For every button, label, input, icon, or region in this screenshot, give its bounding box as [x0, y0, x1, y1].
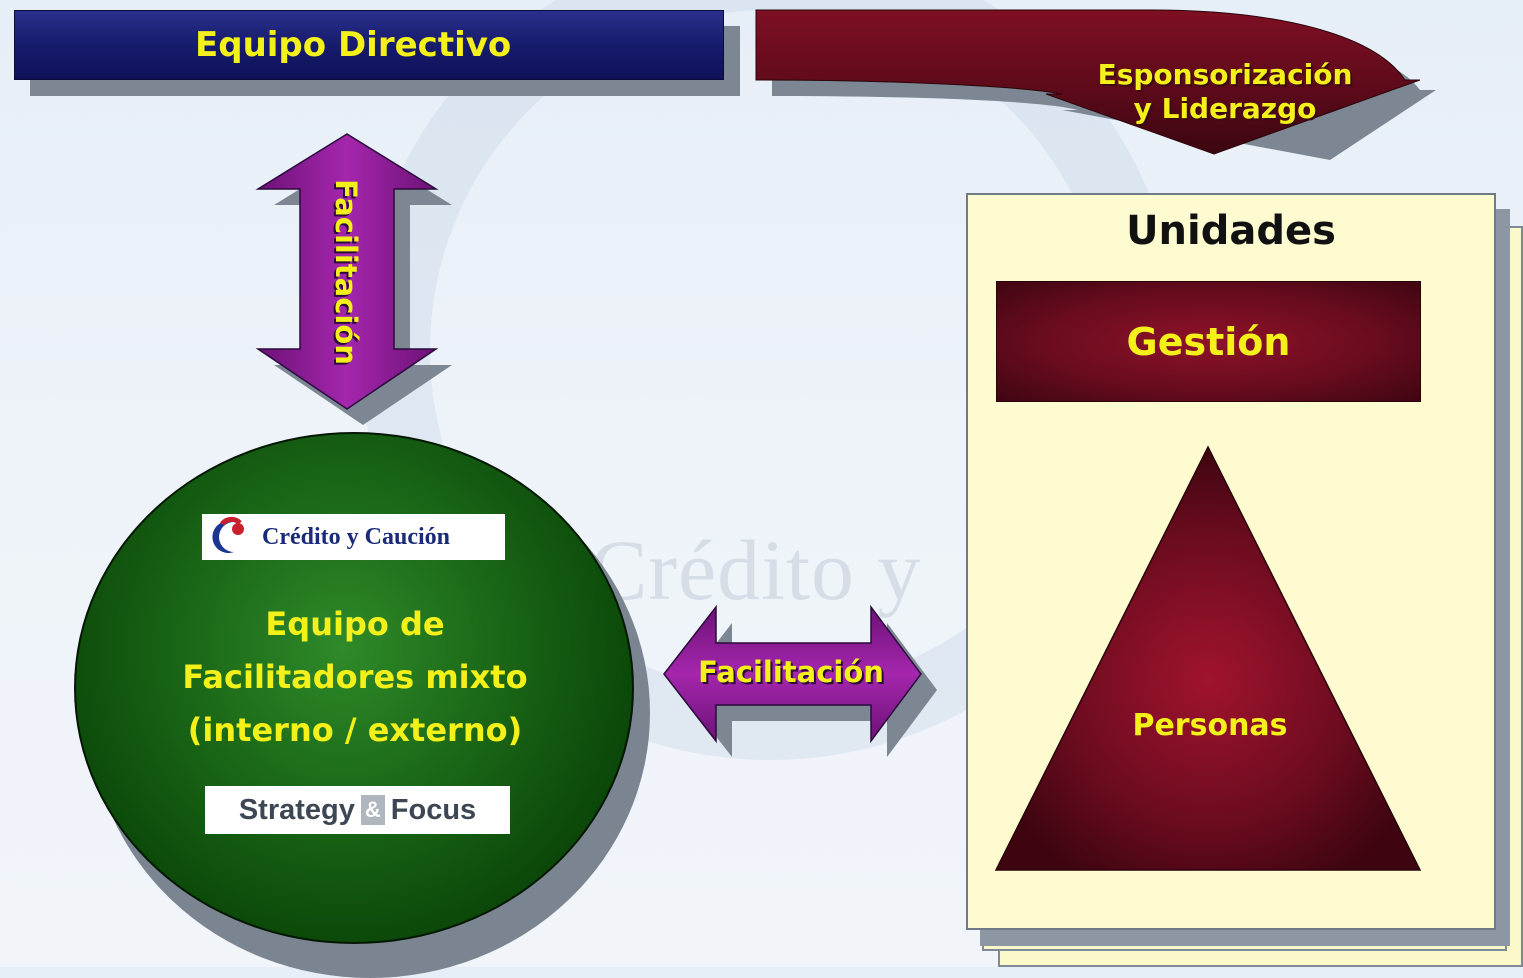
facilitators-line-2: Facilitadores mixto: [182, 658, 528, 696]
facilitators-line-1: Equipo de: [265, 605, 445, 643]
people-label: Personas: [1132, 708, 1288, 743]
units-title: Unidades: [1126, 208, 1336, 254]
sponsorship-line-1: Esponsorización: [1097, 58, 1353, 91]
management-box: Gestión: [996, 281, 1421, 402]
vertical-arrow-label-wrap: Facilitación: [322, 165, 370, 379]
directivo-banner: Equipo Directivo: [14, 10, 724, 80]
management-label: Gestión: [1126, 319, 1291, 364]
vertical-arrow-label: Facilitación: [329, 179, 364, 365]
cyc-logo-name: Crédito y Caución: [262, 523, 450, 550]
sponsorship-label: Esponsorización y Liderazgo: [1040, 58, 1410, 126]
strategy-focus-logo: Strategy & Focus: [205, 786, 510, 834]
horizontal-arrow-label: Facilitación: [698, 655, 884, 689]
facilitators-line-3: (interno / externo): [187, 711, 523, 749]
sponsorship-arrow: [755, 9, 1421, 155]
sf-logo-right: Focus: [390, 793, 477, 826]
watermark-text: Crédito y: [590, 522, 922, 618]
horizontal-double-arrow: [663, 604, 922, 744]
sponsorship-line-2: y Liderazgo: [1133, 92, 1317, 125]
sf-logo-left: Strategy: [238, 793, 355, 826]
facilitators-label: Equipo de Facilitadores mixto (interno /…: [150, 598, 560, 757]
vertical-double-arrow: [255, 133, 439, 410]
credito-y-caucion-logo: Crédito y Caución: [202, 514, 505, 560]
cyc-logo-mark-icon: [202, 514, 258, 560]
directivo-label: Equipo Directivo: [195, 25, 512, 65]
people-triangle: [994, 445, 1422, 871]
sf-logo-amp: &: [360, 795, 385, 825]
